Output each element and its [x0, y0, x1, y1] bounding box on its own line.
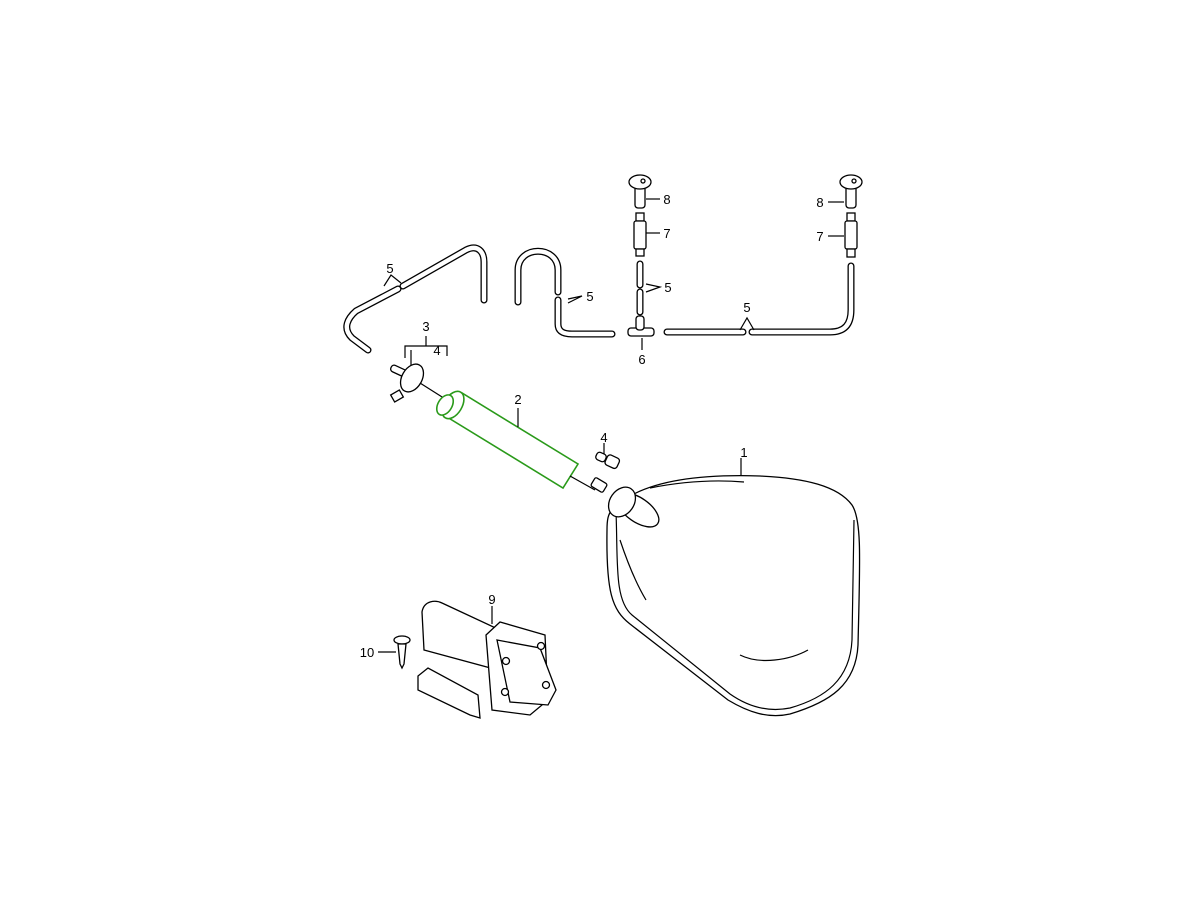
callout-6: 6 — [638, 352, 645, 367]
callout-8-right: 8 — [816, 195, 823, 210]
callout-5-left: 5 — [386, 261, 393, 276]
hose-left[interactable] — [343, 244, 488, 354]
t-piece[interactable] — [627, 315, 655, 337]
callout-5-center: 5 — [664, 280, 671, 295]
electric-pump[interactable] — [417, 600, 557, 719]
callout-7-center: 7 — [663, 226, 670, 241]
connector-center[interactable] — [633, 212, 647, 257]
callout-4b: 4 — [600, 430, 607, 445]
callout-5-right: 5 — [743, 300, 750, 315]
callout-1: 1 — [740, 445, 747, 460]
callout-3: 3 — [422, 319, 429, 334]
jet-right[interactable] — [839, 174, 863, 209]
connector-right[interactable] — [844, 212, 858, 258]
check-valve[interactable] — [595, 451, 621, 470]
hose-right[interactable] — [663, 262, 855, 336]
valve-assembly[interactable] — [389, 336, 451, 403]
callout-5-u: 5 — [586, 289, 593, 304]
callout-8-center: 8 — [663, 192, 670, 207]
reservoir-tank[interactable] — [603, 475, 861, 717]
hose-u[interactable] — [514, 247, 616, 338]
jet-center[interactable] — [628, 174, 652, 209]
callout-10: 10 — [360, 645, 374, 660]
callout-2: 2 — [514, 392, 521, 407]
pump-cylinder[interactable] — [433, 388, 608, 493]
callout-7-right: 7 — [816, 229, 823, 244]
callout-4a: 4 — [433, 343, 440, 358]
screw[interactable] — [378, 635, 411, 670]
callout-9: 9 — [488, 592, 495, 607]
leader-lines — [383, 198, 844, 476]
